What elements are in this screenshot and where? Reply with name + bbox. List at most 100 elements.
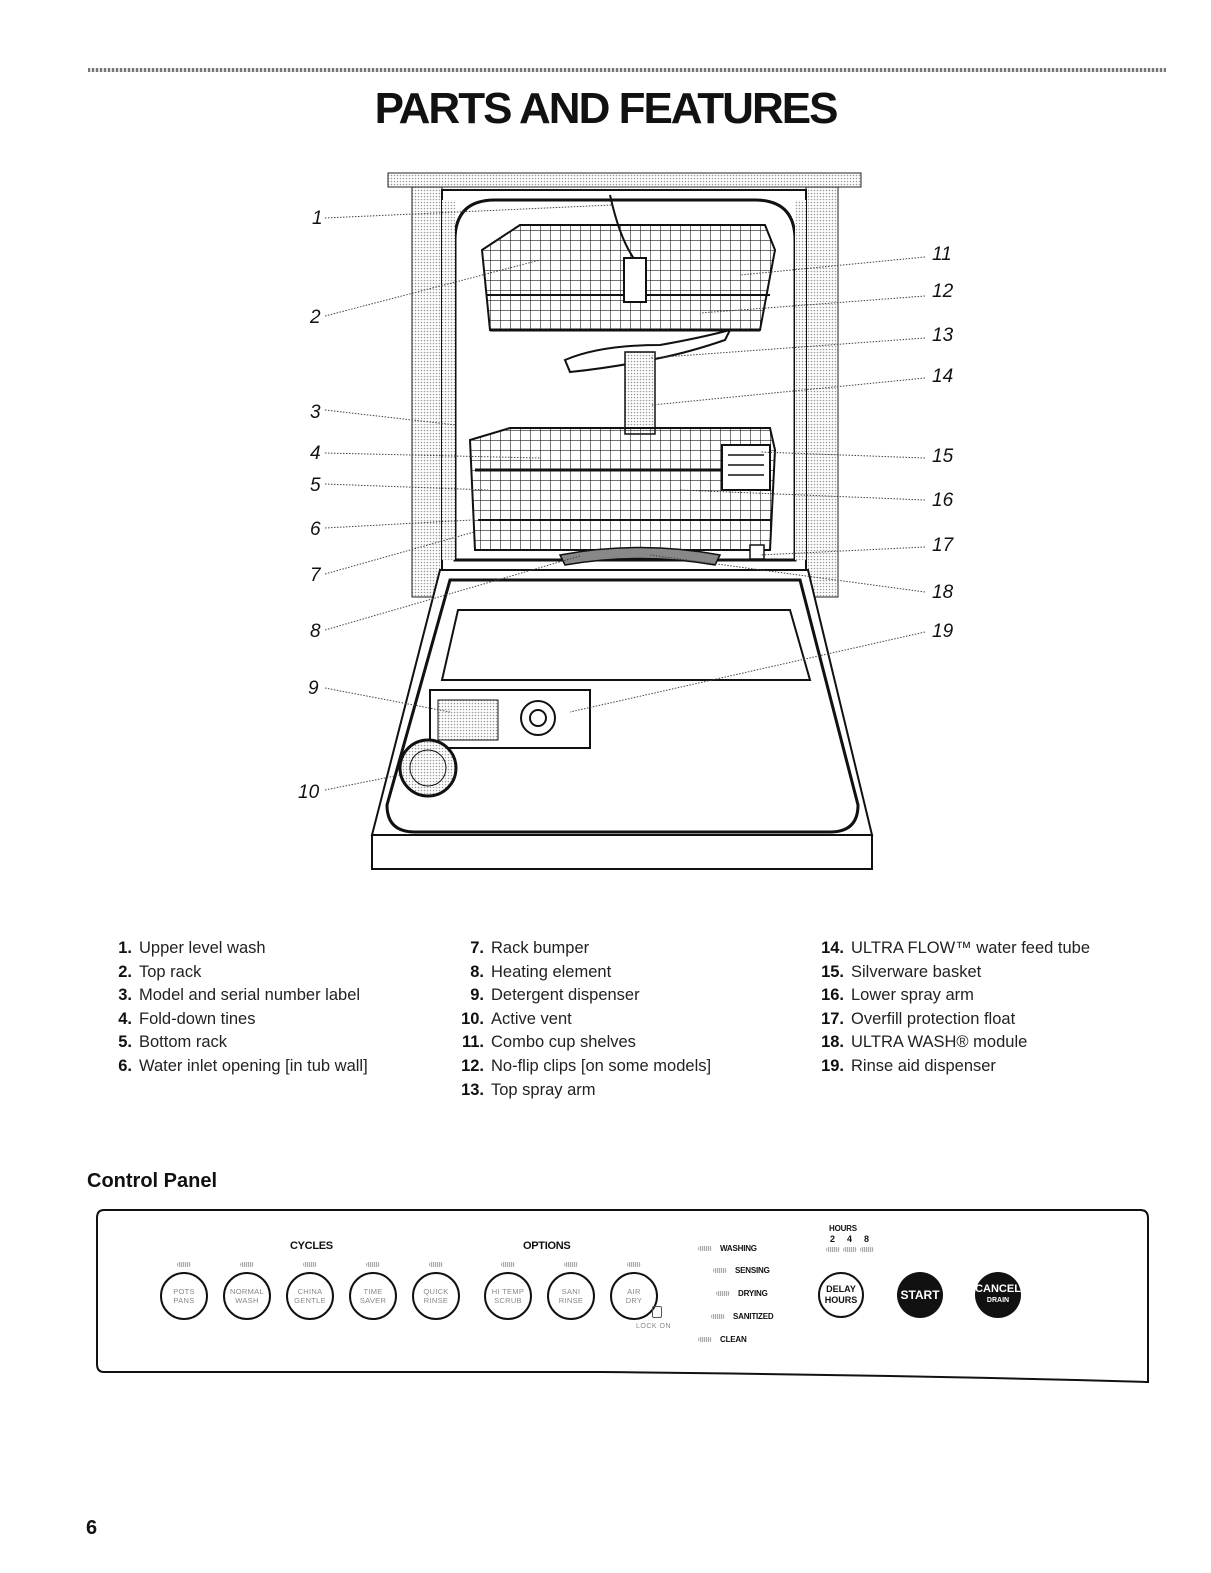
delay-hours-button[interactable]: DELAY HOURS xyxy=(818,1272,864,1318)
callout-14: 14 xyxy=(932,366,953,387)
callout-15: 15 xyxy=(932,446,954,467)
part-number: 9. xyxy=(470,986,484,1005)
part-item: 2.Top rack xyxy=(108,961,368,985)
part-number: 14. xyxy=(821,939,844,957)
part-item: 3.Model and serial number label xyxy=(108,984,368,1008)
option-indicator-light xyxy=(501,1262,515,1267)
status-light xyxy=(713,1268,727,1273)
button-line2: DRY xyxy=(625,1296,643,1305)
delay-line2: HOURS xyxy=(824,1295,858,1305)
callout-3: 3 xyxy=(310,402,321,423)
callout-2: 2 xyxy=(309,307,321,328)
part-number: 17. xyxy=(821,1009,844,1028)
status-light xyxy=(698,1337,712,1342)
status-label: DRYING xyxy=(738,1289,768,1298)
button-line2: WASH xyxy=(235,1296,259,1305)
button-line1: HI TEMP xyxy=(491,1287,525,1296)
hours-value: 8 xyxy=(864,1234,869,1244)
hours-value: 2 xyxy=(830,1234,835,1244)
part-number: 10. xyxy=(461,1009,484,1028)
part-name: ULTRA WASH® module xyxy=(851,1033,1028,1052)
bottom-rack xyxy=(468,427,777,551)
button-line1: NORMAL xyxy=(230,1287,264,1296)
part-number: 16. xyxy=(821,986,844,1005)
callout-12: 12 xyxy=(932,281,954,302)
part-item: 12.No-flip clips [on some models] xyxy=(460,1055,711,1079)
button-line1: AIR xyxy=(627,1287,641,1296)
cancel-line2: DRAIN xyxy=(986,1297,1010,1304)
callout-6: 6 xyxy=(310,519,321,540)
part-number: 15. xyxy=(821,962,844,981)
part-item: 8. Heating element xyxy=(460,961,711,985)
cycle-indicator-light xyxy=(177,1262,191,1267)
part-name: Fold-down tines xyxy=(139,1009,256,1028)
part-name: Bottom rack xyxy=(139,1033,228,1052)
part-item: 16. Lower spray arm xyxy=(820,984,1090,1008)
hours-value: 4 xyxy=(847,1234,852,1244)
start-label: START xyxy=(900,1288,940,1302)
part-name: ULTRA FLOW™ water feed tube xyxy=(851,939,1091,957)
button-line2: GENTLE xyxy=(294,1296,326,1305)
part-number: 7. xyxy=(470,939,484,957)
part-name: Silverware basket xyxy=(851,962,982,981)
part-item: 7.Rack bumper xyxy=(460,937,711,961)
part-name: Detergent dispenser xyxy=(491,986,640,1005)
button-line1: SANI xyxy=(561,1287,581,1296)
callout-7: 7 xyxy=(310,565,322,586)
cycle-indicator-light xyxy=(429,1262,443,1267)
option-indicator-light xyxy=(564,1262,578,1267)
part-name: Water inlet opening [in tub wall] xyxy=(139,1056,368,1075)
hours-light xyxy=(826,1247,840,1252)
part-item: 11.Combo cup shelves xyxy=(460,1031,711,1055)
start-button[interactable]: START xyxy=(897,1272,943,1318)
status-label: CLEAN xyxy=(720,1335,747,1344)
part-number: 13. xyxy=(461,1080,484,1099)
page-number: 6 xyxy=(86,1517,98,1539)
part-item: 4.Fold-down tines xyxy=(108,1008,368,1032)
lock-icon xyxy=(652,1306,662,1318)
part-name: Heating element xyxy=(491,962,612,981)
hours-light xyxy=(843,1247,857,1252)
part-number: 1. xyxy=(118,939,132,957)
part-item: 15. Silverware basket xyxy=(820,961,1090,985)
part-number: 11. xyxy=(461,1033,484,1052)
part-number: 8. xyxy=(470,962,484,981)
cycle-indicator-light xyxy=(366,1262,380,1267)
button-line2: SAVER xyxy=(359,1296,387,1305)
part-number: 2. xyxy=(118,962,132,981)
part-item: 18. ULTRA WASH® module xyxy=(820,1031,1090,1055)
button-line2: PANS xyxy=(173,1296,195,1305)
part-number: 5. xyxy=(118,1033,132,1052)
part-number: 18. xyxy=(821,1033,844,1052)
part-item: 13.Top spray arm xyxy=(460,1079,711,1103)
status-light xyxy=(711,1314,725,1319)
callout-4: 4 xyxy=(310,443,321,464)
top-rule xyxy=(88,68,1166,72)
status-label: SENSING xyxy=(735,1266,770,1275)
part-name: Overfill protection float xyxy=(851,1009,1016,1028)
callout-11: 11 xyxy=(932,244,952,265)
hours-light xyxy=(860,1247,874,1252)
callout-16: 16 xyxy=(932,490,954,511)
delay-line1: DELAY xyxy=(826,1284,856,1294)
part-item: 14. ULTRA FLOW™ water feed tube xyxy=(820,937,1090,961)
button-line2: RINSE xyxy=(558,1296,584,1305)
part-name: Lower spray arm xyxy=(851,986,974,1005)
callout-17: 17 xyxy=(932,535,955,556)
cancel-drain-button[interactable]: CANCEL DRAIN xyxy=(975,1272,1021,1318)
parts-list-col3: 14. ULTRA FLOW™ water feed tube 15. Silverw… xyxy=(820,937,1090,1079)
callout-5: 5 xyxy=(310,475,321,496)
part-item: 9. Detergent dispenser xyxy=(460,984,711,1008)
part-item: 1.Upper level wash xyxy=(108,937,368,961)
